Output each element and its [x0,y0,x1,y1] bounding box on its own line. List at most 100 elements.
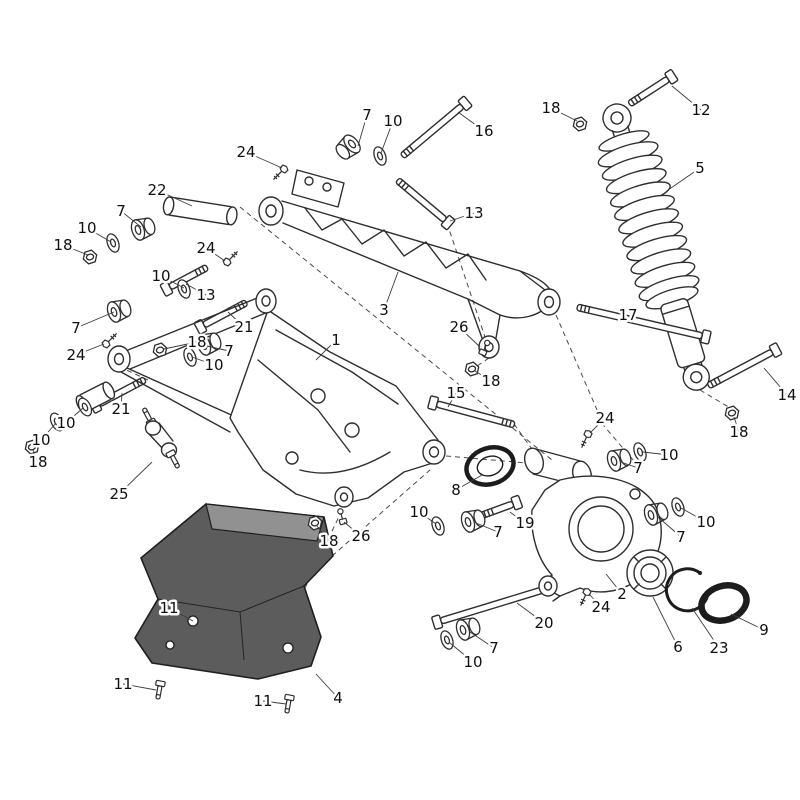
leader-line [733,416,740,433]
o-ring-drawing [698,582,750,624]
callout-12: 12 [691,101,710,119]
leader-line [185,283,207,296]
leader-line [40,422,57,441]
callout-4: 4 [333,689,343,707]
callout-11: 11 [253,692,272,710]
callout-24: 24 [236,143,255,161]
leader-line [86,227,112,243]
leader-line [516,602,545,624]
leader-line [168,607,194,622]
leader-line [160,275,185,289]
callout-10: 10 [659,446,678,464]
spacer-tube-drawing [162,196,238,226]
callout-18: 18 [187,333,206,351]
callout-10: 10 [151,267,170,285]
callout-15: 15 [446,384,465,402]
leader-line [455,474,483,491]
callout-10: 10 [409,503,428,521]
leader-line [589,417,606,434]
callout-25: 25 [109,485,128,503]
callout-8: 8 [451,481,461,499]
callout-7: 7 [493,523,503,541]
callout-21: 21 [111,400,130,418]
leader-line [627,314,633,322]
callout-18: 18 [729,423,748,441]
callout-16: 16 [474,122,493,140]
bolt-12-drawing [627,69,679,107]
leader-line [458,326,481,348]
leader-line [156,189,193,207]
leader-line [509,511,526,524]
leader-line [120,392,123,410]
bolt-14-drawing [707,342,783,389]
leader-line [383,271,399,311]
leader-line [763,367,788,396]
leader-line [75,311,115,329]
leader-line [75,343,105,356]
leader-line [642,451,670,456]
leader-line [118,461,153,495]
callout-10: 10 [56,414,75,432]
leader-line [667,167,701,191]
leader-line [191,356,215,366]
callout-10: 10 [31,431,50,449]
leader-line [657,516,682,538]
callout-6: 6 [673,638,683,656]
leader-line [691,607,720,649]
bolt-13-upper-drawing [395,178,456,231]
callout-5: 5 [695,159,705,177]
callout-7: 7 [489,639,499,657]
callout-10: 10 [77,219,96,237]
leader-line [474,370,492,382]
leader-line [418,511,437,525]
callout-7: 7 [71,319,81,337]
callout-24: 24 [591,598,610,616]
leader-line [205,247,226,262]
leader-line [469,631,495,649]
leader-line [262,700,287,705]
callout-24: 24 [196,239,215,257]
callout-21: 21 [234,318,253,336]
leader-line [163,341,198,350]
callout-3: 3 [379,301,389,319]
callout-26: 26 [449,318,468,336]
bolt-17-drawing [576,303,712,345]
leader-line [457,111,485,132]
leader-line [227,311,245,328]
callout-18: 18 [28,453,47,471]
callout-26: 26 [351,527,370,545]
callout-20: 20 [534,614,553,632]
callout-10: 10 [204,356,223,374]
leader-line [315,673,339,699]
callout-17: 17 [618,306,637,324]
leader-line [245,151,283,169]
leader-line [315,339,337,361]
upper-arm-drawing [258,169,561,359]
leader-line [680,507,707,523]
leader-line [357,114,368,147]
leader-line [206,345,230,352]
leader-line [122,683,157,691]
callout-7: 7 [676,528,686,546]
leader-line [380,120,394,154]
callout-13: 13 [196,286,215,304]
callout-10: 10 [696,513,715,531]
skid-plate-drawing [134,503,334,680]
callout-18: 18 [53,236,72,254]
callout-10: 10 [463,653,482,671]
leader-line [652,596,679,648]
leader-line [343,521,362,537]
callout-7: 7 [362,106,372,124]
leader-line [605,573,623,595]
bolt-19-drawing [479,494,524,519]
leader-line [588,593,602,608]
bearing-drawing [626,549,674,597]
stabilizer-link-drawing [139,405,183,471]
callout-14: 14 [777,386,796,404]
bolt-16-drawing [400,95,473,159]
leader-line [550,107,578,122]
callout-18: 18 [541,99,560,117]
callout-2: 2 [617,585,627,603]
callout-7: 7 [116,202,126,220]
